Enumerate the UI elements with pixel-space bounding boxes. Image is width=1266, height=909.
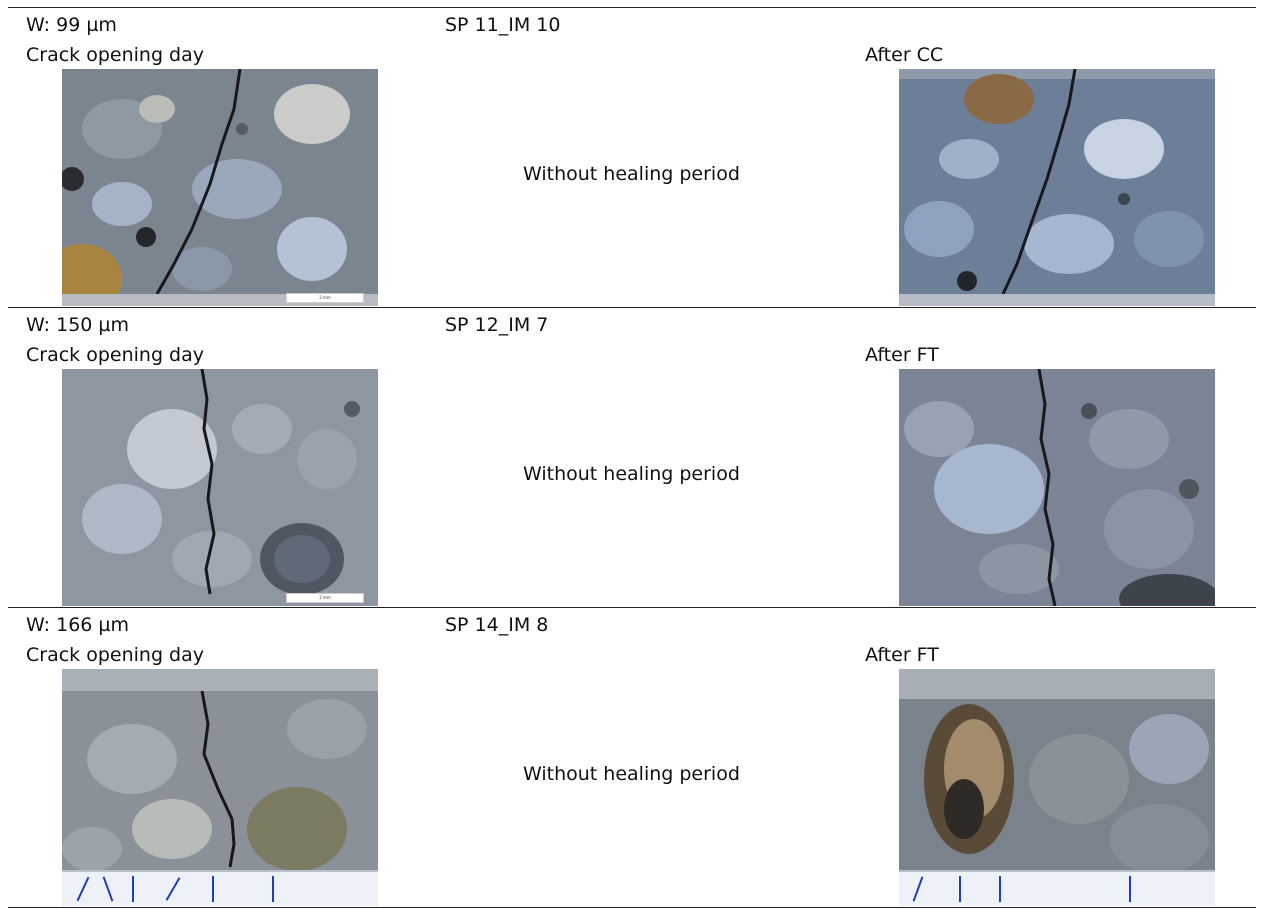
row-divider bbox=[8, 307, 1256, 308]
table-top-rule bbox=[8, 7, 1256, 8]
table-bottom-rule bbox=[8, 907, 1256, 908]
crack-photo-after bbox=[899, 69, 1215, 306]
ruler-tape bbox=[899, 870, 1215, 906]
healing-period-text: Without healing period bbox=[523, 763, 740, 785]
concrete-surface-image bbox=[899, 669, 1215, 906]
crack-width-label: W: 166 µm bbox=[26, 614, 130, 636]
healing-period-text: Without healing period bbox=[523, 463, 740, 485]
table-row: W: 166 µm SP 14_IM 8 Crack opening day A… bbox=[0, 608, 1266, 908]
crack-photo-before: 2 mm bbox=[62, 69, 378, 306]
table-row: W: 99 µm SP 11_IM 10 Crack opening day A… bbox=[0, 8, 1266, 308]
ruler-tape bbox=[62, 870, 378, 906]
crack-photo-after bbox=[899, 369, 1215, 606]
scale-bar: 2 mm bbox=[286, 293, 364, 303]
after-label: After CC bbox=[865, 44, 944, 66]
scale-bar: 2 mm bbox=[286, 593, 364, 603]
after-label: After FT bbox=[865, 344, 939, 366]
concrete-surface-image bbox=[899, 369, 1215, 606]
after-label: After FT bbox=[865, 644, 939, 666]
crack-width-label: W: 99 µm bbox=[26, 14, 117, 36]
concrete-surface-image bbox=[62, 69, 378, 306]
crack-photo-before bbox=[62, 669, 378, 906]
crack-width-label: W: 150 µm bbox=[26, 314, 130, 336]
crack-photo-after bbox=[899, 669, 1215, 906]
healing-period-text: Without healing period bbox=[523, 163, 740, 185]
specimen-id: SP 11_IM 10 bbox=[445, 14, 561, 36]
concrete-surface-image bbox=[62, 369, 378, 606]
concrete-surface-image bbox=[62, 669, 378, 906]
crack-photo-before: 2 mm bbox=[62, 369, 378, 606]
specimen-id: SP 12_IM 7 bbox=[445, 314, 549, 336]
before-label: Crack opening day bbox=[26, 44, 204, 66]
before-label: Crack opening day bbox=[26, 644, 204, 666]
before-label: Crack opening day bbox=[26, 344, 204, 366]
table-row: W: 150 µm SP 12_IM 7 Crack opening day A… bbox=[0, 308, 1266, 608]
row-divider bbox=[8, 607, 1256, 608]
specimen-id: SP 14_IM 8 bbox=[445, 614, 549, 636]
concrete-surface-image bbox=[899, 69, 1215, 306]
